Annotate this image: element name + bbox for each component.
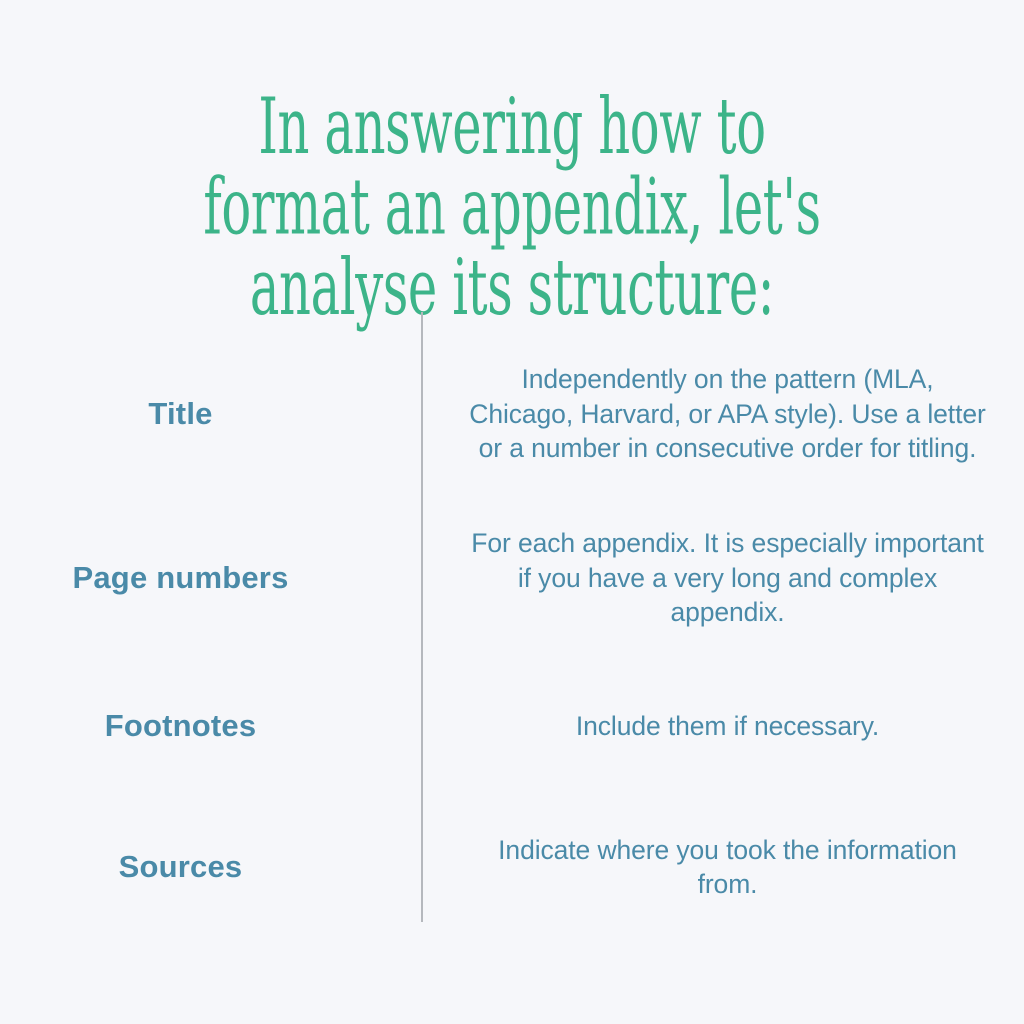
row-label-page-numbers: Page numbers	[72, 560, 289, 595]
page-title: In answering how to format an appendix, …	[203, 79, 821, 333]
table-row: Sources Indicate where you took the info…	[0, 817, 1024, 917]
row-body-title: Independently on the pattern (MLA, Chica…	[469, 364, 986, 464]
table-row: Page numbers For each appendix. It is es…	[0, 518, 1024, 638]
column-divider	[421, 312, 423, 922]
row-body-page-numbers: For each appendix. It is especially impo…	[471, 528, 984, 628]
row-label-sources: Sources	[118, 849, 243, 884]
structure-table: Title Independently on the pattern (MLA,…	[0, 312, 1024, 922]
table-row: Title Independently on the pattern (MLA,…	[0, 334, 1024, 494]
row-label-footnotes: Footnotes	[104, 708, 257, 743]
table-row: Footnotes Include them if necessary.	[0, 696, 1024, 756]
row-body-footnotes: Include them if necessary.	[575, 710, 880, 741]
row-label-title: Title	[148, 396, 213, 431]
row-body-sources: Indicate where you took the information …	[498, 834, 957, 900]
